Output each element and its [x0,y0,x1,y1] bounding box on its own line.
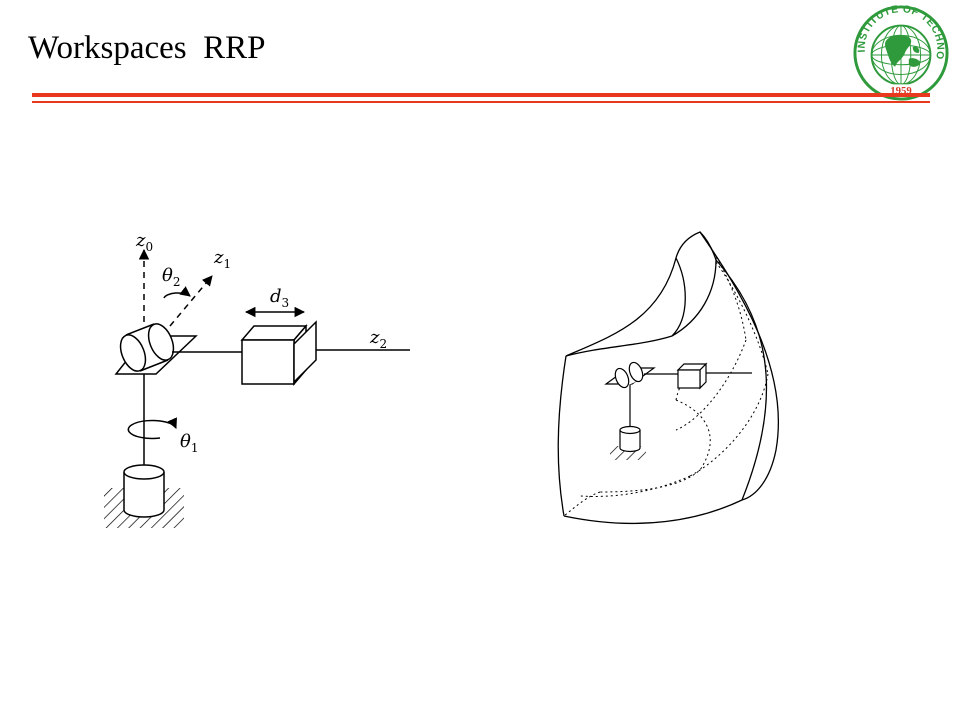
slide-title: Workspaces RRP [28,30,266,66]
rrp-manipulator-schematic [104,248,410,528]
workspace-hidden-edges [563,231,769,517]
label-theta2: θ2 [162,265,180,289]
ait-logo-icon: ASIAN INSTITUTE OF TECHNOLOGY 1959 [852,4,949,101]
label-z2: z2 [369,327,387,351]
schematic-labels: z0 z1 θ2 d3 z2 θ1 [135,230,387,455]
prismatic-block [240,320,317,387]
theta1-rotation-arrow [127,417,177,440]
shoulder-cylinder [119,323,175,372]
label-theta1: θ1 [180,431,198,455]
title-rule-top [32,93,930,97]
spherical-workspace [557,231,780,524]
label-d3: d3 [270,286,289,310]
workspace-mini-manipulator [604,361,752,460]
workspace-inner-side [715,259,768,501]
label-z0: z0 [135,230,153,254]
workspace-outer-top [565,257,677,357]
workspace-inner-top [565,335,673,357]
base-cylinder [123,464,165,518]
title-rule-bottom [32,101,930,103]
label-z1: z1 [213,247,231,271]
workspace-inner-rim [671,231,717,337]
theta2-rotation-arrow [163,286,191,299]
workspace-front-edge [557,355,567,517]
workspace-bottom-edge [563,499,743,524]
